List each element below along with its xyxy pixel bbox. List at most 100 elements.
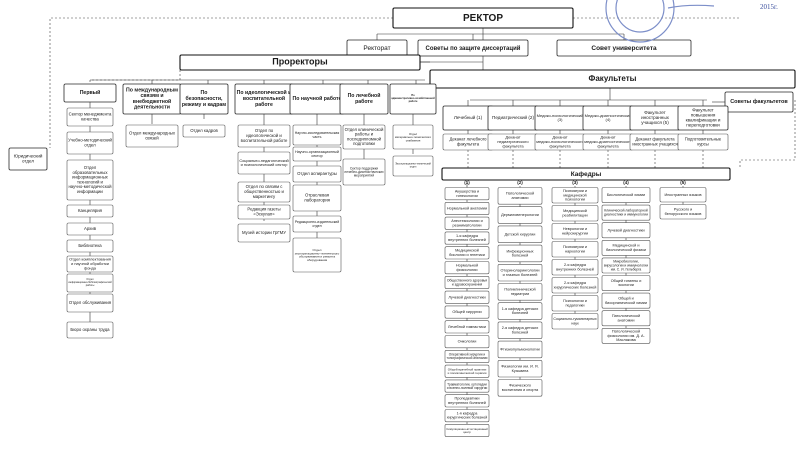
box-frame: [601, 222, 651, 239]
box-frame: [444, 187, 490, 201]
box-frame: [339, 83, 389, 115]
box-label: Редакция газеты«Эскулап»: [247, 207, 280, 217]
box-label: Первый: [80, 89, 101, 96]
box-frame: [497, 359, 543, 378]
box-frame: [342, 124, 386, 150]
box-frame: [66, 293, 114, 313]
box-frame: [392, 155, 434, 177]
box-frame: [66, 273, 114, 293]
box-label: Лечебный (1): [454, 114, 483, 120]
box-frame: [237, 124, 291, 148]
box-frame: [601, 275, 651, 291]
box-label: Бюро охраны труда: [70, 327, 110, 332]
connector-line: [49, 17, 393, 148]
box-frame: [444, 216, 490, 230]
box-label: Библиотека: [78, 243, 102, 248]
box-label: Музей истории ГрГМУ: [242, 230, 286, 235]
box-frame: [389, 83, 437, 115]
box-frame: [182, 124, 226, 138]
box-frame: [237, 204, 291, 220]
box-frame: [601, 204, 651, 221]
department-box: Онкологии: [444, 335, 490, 349]
box-label: Факультеты: [589, 74, 637, 83]
ideology-unit-box: Редакция газеты«Эскулап»: [237, 204, 291, 220]
faculty-box: Педиатрический (2): [487, 105, 539, 131]
department-box: Дерматовенерологии: [497, 206, 543, 224]
box-frame: [659, 187, 707, 203]
box-frame: [237, 151, 291, 175]
box-frame: [497, 225, 543, 243]
box-frame: [497, 187, 543, 205]
box-frame: [444, 364, 490, 378]
box-frame: [497, 244, 543, 263]
box-frame: [601, 257, 651, 274]
box-label: Лучевой диагностики: [448, 295, 485, 299]
box-frame: [551, 259, 599, 276]
box-label: Канцелярия: [78, 208, 103, 213]
box-frame: [551, 187, 599, 204]
box-frame: [342, 158, 386, 186]
box-frame: [444, 423, 490, 437]
box-frame: [444, 349, 490, 363]
box-frame: [292, 237, 342, 273]
department-column-number: (3): [572, 180, 578, 185]
box-frame: [444, 305, 490, 319]
stamp-year: 2015г.: [760, 3, 778, 11]
box-label: Онкологии: [458, 340, 477, 344]
box-label: Лечебной гимнастики: [448, 325, 486, 329]
security-unit-box: Отдел кадров: [182, 124, 226, 138]
faculty-box: Медико-диагностический(4): [582, 105, 634, 131]
department-box: Детской хирургии: [497, 225, 543, 243]
box-frame: [551, 205, 599, 222]
box-frame: [551, 277, 599, 294]
box-frame: [444, 246, 490, 260]
department-box: Биологической химии: [601, 187, 651, 203]
box-frame: [497, 302, 543, 320]
box-frame: [444, 290, 490, 304]
department-box: Иностранных языков: [659, 187, 707, 203]
box-frame: [441, 167, 731, 181]
first-unit-box: Библиотека: [66, 239, 114, 253]
box-frame: [444, 231, 490, 245]
box-frame: [497, 206, 543, 224]
